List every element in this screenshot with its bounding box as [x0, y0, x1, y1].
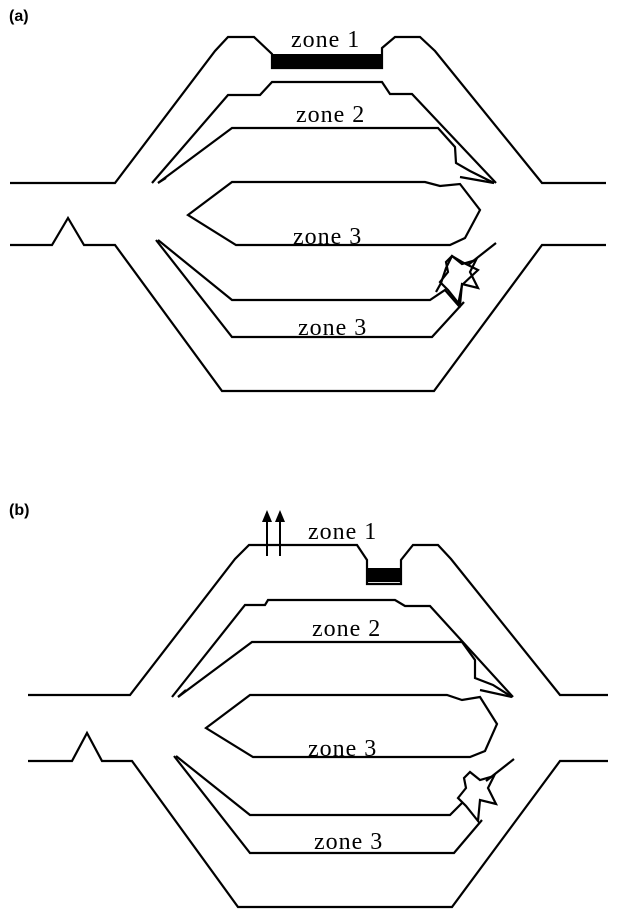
zone2-lower-wall [177, 688, 513, 699]
lower-input-line [28, 730, 608, 909]
zone3-lower-inner [175, 755, 463, 817]
zone3-right-branch [467, 242, 497, 266]
zone1-label: zone 1 [291, 27, 360, 53]
zone2-lane [177, 640, 513, 698]
lower-input-line [10, 215, 606, 393]
star-shape [456, 770, 499, 824]
zone3-upper-lane [204, 693, 499, 759]
up-arrows-icon [262, 510, 285, 556]
inner-top-wall [171, 598, 514, 698]
zone2-lower-wall [157, 175, 495, 185]
zone3-lower-lane [155, 239, 465, 339]
panel-label-a: (a) [9, 8, 29, 25]
zone2-label: zone 2 [296, 102, 365, 128]
outer-top-channel [28, 543, 608, 697]
zone3-right-branch [485, 758, 515, 782]
zone3-lower-inner [157, 239, 480, 308]
panel-a: zone 1 zone 2 zone 3 zone 3 [10, 27, 606, 393]
zone2-lane [157, 126, 495, 184]
star-shape [438, 254, 481, 308]
zone3-upper-label: zone 3 [308, 736, 377, 762]
zone3-lower-lane [173, 755, 483, 855]
inner-top-wall [151, 80, 497, 184]
panel-label-b: (b) [9, 502, 30, 519]
panel-b: zone 1 zone 2 zone 3 zone 3 [28, 510, 608, 909]
zone2-label: zone 2 [312, 616, 381, 642]
zone3-lower-label: zone 3 [314, 829, 383, 855]
zone3-upper-label: zone 3 [293, 224, 362, 250]
zone1-label: zone 1 [308, 519, 377, 545]
zone3-lower-label: zone 3 [298, 315, 367, 341]
zone3-upper-lane [186, 180, 482, 247]
